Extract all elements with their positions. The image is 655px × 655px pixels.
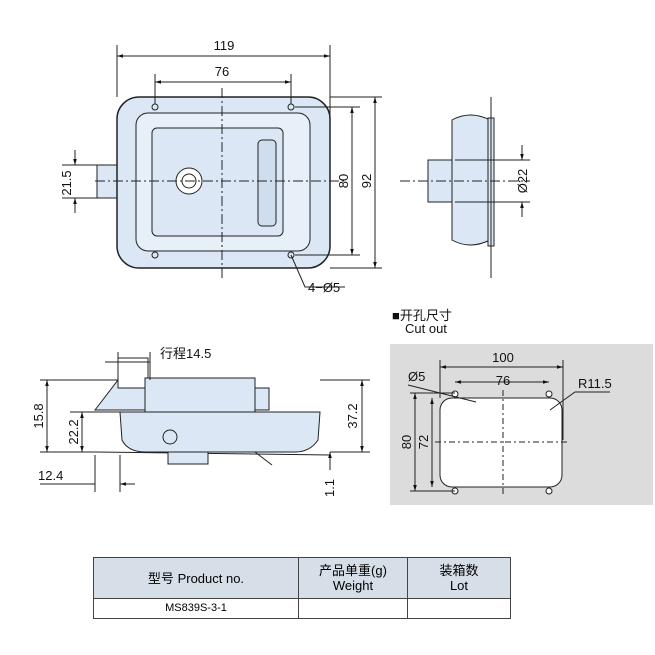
dim-bolt: 21.5 xyxy=(59,170,74,195)
header-product: 型号 Product no. xyxy=(93,557,299,599)
dim-hole-spacing: 76 xyxy=(215,64,229,79)
cutout-dim-height: 80 xyxy=(399,435,414,449)
cutout-view xyxy=(390,344,653,505)
cutout-dim-hole: Ø5 xyxy=(408,369,425,384)
cell-lot xyxy=(407,598,511,619)
dim-12-4: 12.4 xyxy=(38,468,63,483)
cutout-dim-radius: R11.5 xyxy=(578,376,612,391)
bottom-view xyxy=(40,352,370,492)
dim-height: 92 xyxy=(359,174,374,188)
dim-22-2: 22.2 xyxy=(66,419,81,444)
stroke-label: 行程14.5 xyxy=(160,346,211,361)
cutout-title-en: Cut out xyxy=(405,321,447,336)
dim-hole-height: 80 xyxy=(336,174,351,188)
dim-holes: 4−Ø5 xyxy=(308,280,340,295)
cutout-dim-spacing: 76 xyxy=(496,373,510,388)
cutout-title-cn: ■开孔尺寸 xyxy=(392,308,452,323)
table-row: MS839S-3-1 xyxy=(93,598,511,619)
dim-37-2: 37.2 xyxy=(345,403,360,428)
front-view xyxy=(62,45,382,288)
dim-width: 119 xyxy=(214,38,235,53)
header-weight: 产品单重(g)Weight xyxy=(298,557,408,599)
dim-1-1: 1.1 xyxy=(322,479,337,497)
cutout-dim-width: 100 xyxy=(492,350,514,365)
dim-15-8: 15.8 xyxy=(31,403,46,428)
cell-product: MS839S-3-1 xyxy=(93,598,299,619)
cell-weight xyxy=(298,598,408,619)
cutout-dim-inner-height: 72 xyxy=(416,435,431,449)
side-view xyxy=(400,97,530,278)
dim-diameter: Ø22 xyxy=(515,169,530,194)
